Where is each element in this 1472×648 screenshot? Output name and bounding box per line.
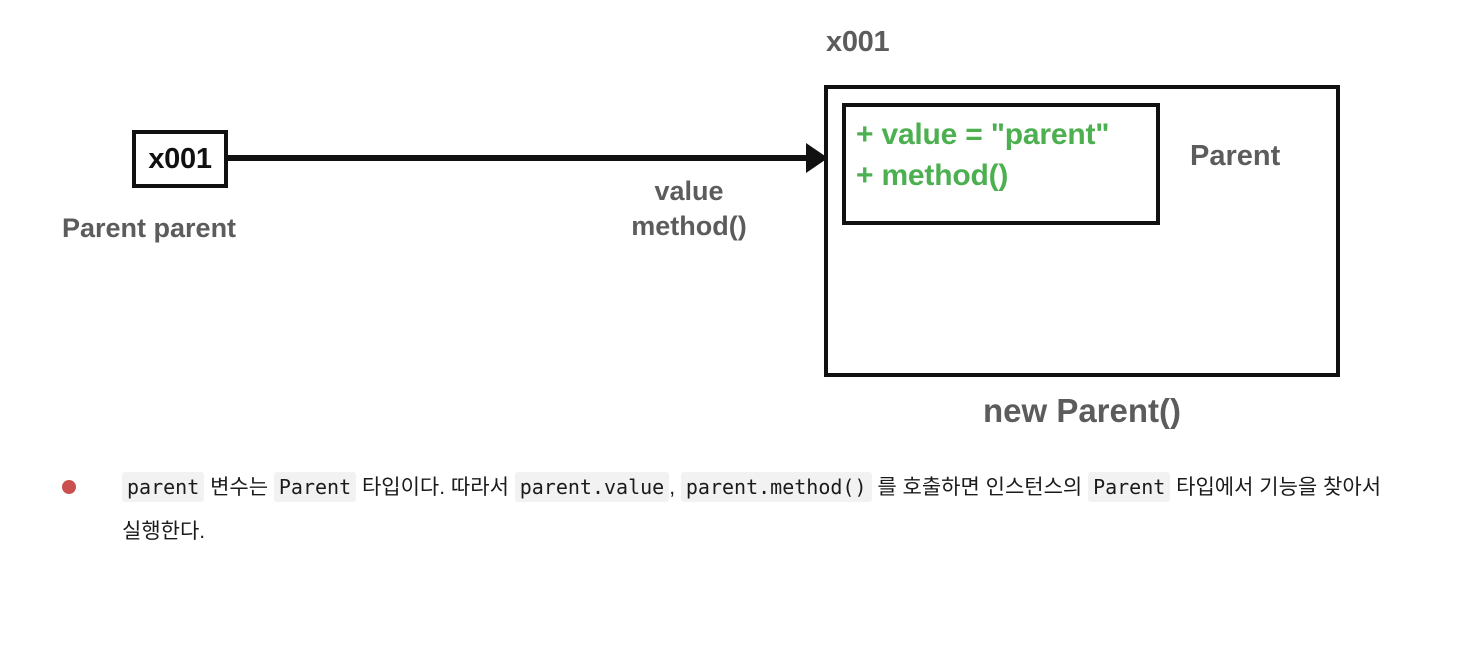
member-line-method: + method() <box>856 158 1009 192</box>
object-box-caption: new Parent() <box>982 392 1182 429</box>
inline-code-parent-method: parent.method() <box>680 472 872 502</box>
inline-code-parent-type-1: Parent <box>273 472 357 502</box>
note-text-segment-1: 변수는 <box>204 476 274 499</box>
connector-arrow-label-line-2: method() <box>631 210 747 241</box>
connector-arrow-head-icon <box>806 143 828 173</box>
object-type-label: Parent <box>1190 140 1281 172</box>
reference-box-label: x001 <box>148 142 212 175</box>
note-text-segment-2: 타입이다. 따라서 <box>356 476 515 499</box>
object-box-heading: x001 <box>826 26 890 58</box>
connector-arrow-line <box>228 155 818 161</box>
note-text: parent 변수는 Parent 타입이다. 따라서 parent.value… <box>122 466 1407 554</box>
inline-code-parent-type-2: Parent <box>1088 472 1171 502</box>
note-text-segment-4: 를 호출하면 인스턴스의 <box>871 476 1089 499</box>
note-bullet-item: parent 변수는 Parent 타입이다. 따라서 parent.value… <box>62 466 1407 554</box>
member-line-value: + value = "parent" <box>856 118 1110 151</box>
note-text-segment-5: 타입에서 기능을 찾아서 실행한다. <box>122 476 1382 544</box>
note-text-segment-3: , <box>669 476 681 499</box>
connector-arrow-label: value method() <box>604 174 774 243</box>
connector-arrow-label-line-1: value <box>654 176 724 206</box>
reference-caption: Parent parent <box>62 213 237 243</box>
bullet-point-icon <box>62 480 76 494</box>
inline-code-parent-value: parent.value <box>514 472 670 502</box>
member-box: + value = "parent" + method() <box>842 103 1160 225</box>
object-diagram: x001 Parent parent value method() x001 +… <box>62 26 1340 429</box>
reference-box: x001 <box>132 130 228 188</box>
inline-code-parent-var: parent <box>122 472 205 502</box>
